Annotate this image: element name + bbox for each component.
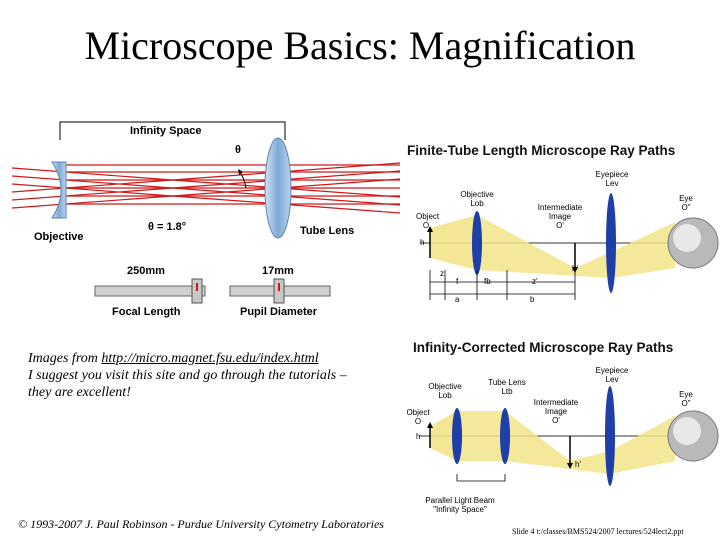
finite-fb-label: fb (484, 277, 491, 286)
copyright-footer: © 1993-2007 J. Paul Robinson - Purdue Un… (18, 517, 384, 531)
finite-panel-title: Finite-Tube Length Microscope Ray Paths (407, 143, 676, 158)
infinity-h-label: h (416, 432, 421, 441)
objective-lens (51, 161, 67, 219)
finite-z-prime-label: z' (532, 277, 538, 286)
pupil-diameter-label: Pupil Diameter (240, 306, 318, 318)
finite-eyepiece-lens (606, 193, 616, 293)
infinity-space-bracket (59, 121, 286, 140)
focal-length-label: Focal Length (112, 306, 181, 318)
infinity-eyepiece-lens (605, 386, 615, 486)
tube-lens (264, 137, 292, 239)
caption-prefix: Images from (28, 351, 102, 366)
pupil-diameter-value: 17mm (262, 265, 294, 277)
page-title: Microscope Basics: Magnification (84, 23, 636, 68)
infinity-beam-3 (505, 411, 610, 474)
finite-h-prime-label: h' (572, 264, 578, 273)
infinity-space-diagram (11, 121, 401, 304)
slide-number: Slide 4 t:/classes/BMS524/2007 lectures/… (512, 527, 684, 536)
finite-beam-1 (430, 215, 477, 270)
parallel-beam-label: Parallel Light Beam"Infinity Space" (425, 496, 495, 514)
focal-length-value: 250mm (127, 265, 165, 277)
infinity-space-label: Infinity Space (130, 125, 202, 137)
finite-objective-lens (472, 211, 482, 275)
infinity-ray-diagram (420, 386, 719, 486)
finite-a-label: a (455, 295, 460, 304)
finite-beam-2 (477, 215, 611, 278)
infinity-h-prime-label: h' (575, 460, 581, 469)
caption-line-3: they are excellent! (28, 385, 131, 400)
finite-f-label: f (456, 277, 459, 286)
finite-b-label: b (530, 295, 535, 304)
finite-h-label: h (420, 238, 425, 247)
finite-ray-diagram (420, 193, 719, 300)
theta-value-label: θ = 1.8° (148, 221, 187, 233)
finite-beam-3 (611, 222, 675, 278)
tube-lens-label: Tube Lens (300, 225, 355, 237)
caption: Images from http://micro.magnet.fsu.edu/… (28, 350, 408, 401)
objective-label: Objective (34, 231, 84, 243)
finite-z-label: z (440, 269, 444, 278)
infinity-beam-4 (610, 416, 675, 474)
ray-bundle (11, 162, 401, 214)
infinity-objective-lens (452, 408, 462, 464)
source-link[interactable]: http://micro.magnet.fsu.edu/index.html (101, 351, 319, 366)
infinity-beam-1 (430, 411, 457, 461)
infinity-tube-lens (500, 408, 510, 464)
infinity-beam-2 (457, 411, 505, 461)
caption-line-2: I suggest you visit this site and go thr… (28, 368, 347, 383)
infinity-panel-title: Infinity-Corrected Microscope Ray Paths (413, 340, 674, 355)
theta-label: θ (235, 144, 241, 156)
focal-length-slider (94, 285, 206, 297)
